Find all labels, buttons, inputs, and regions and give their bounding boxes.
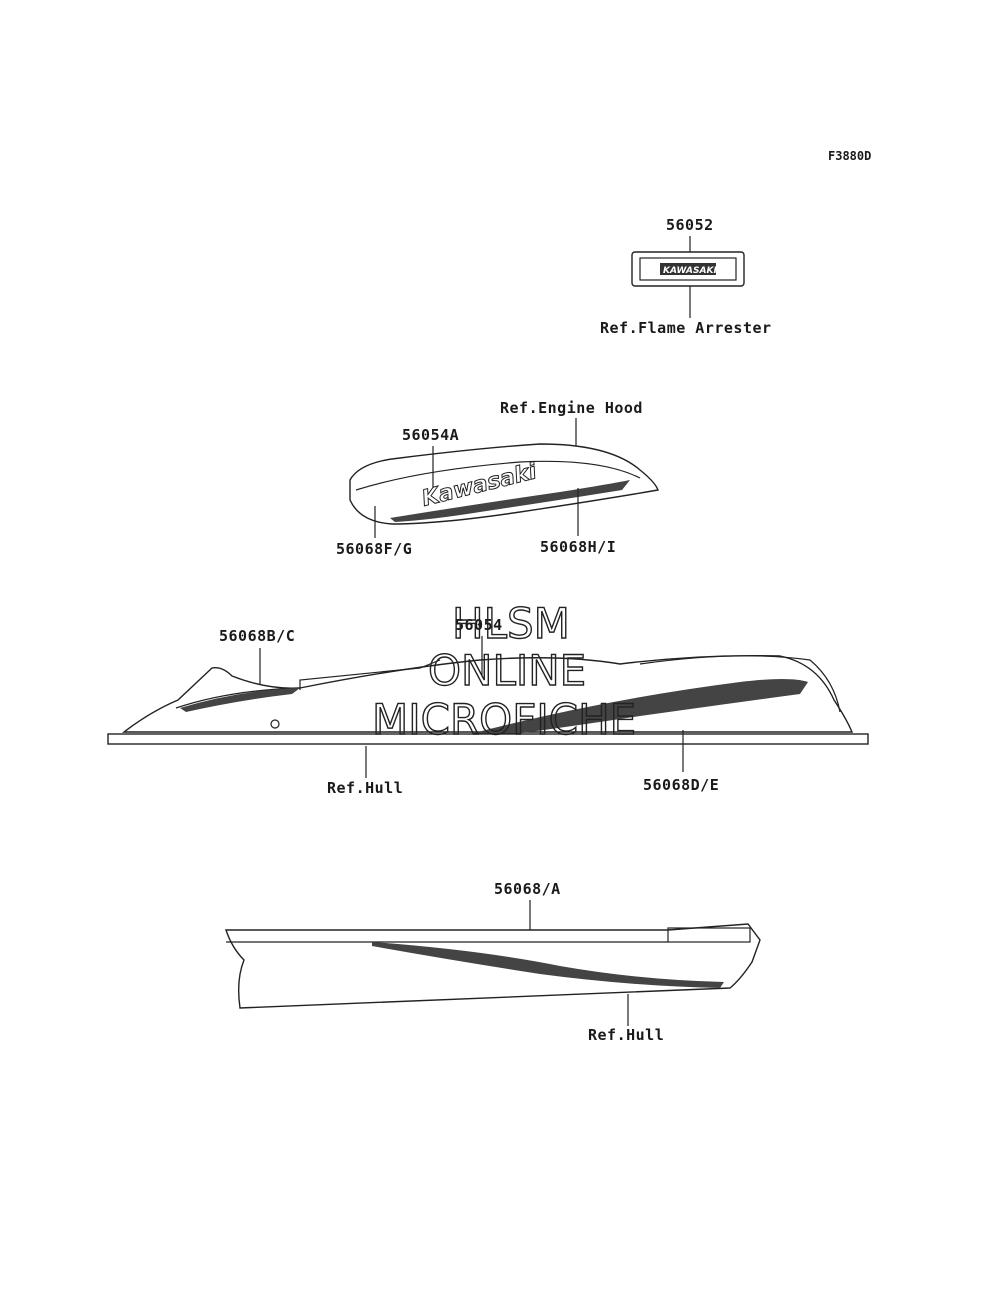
flame-arrester-badge[interactable]: 56052 KAWASAKI Ref.Flame Arrester: [600, 216, 772, 337]
hull-stern-curve: [639, 655, 841, 713]
watermark-line2: ONLINE: [428, 646, 586, 695]
badge-logo-bar: [660, 263, 716, 275]
hull-lower-stripe-decal: [372, 942, 724, 988]
hull-fitting-circle: [270, 719, 280, 729]
ref-hull-top-label[interactable]: Ref.Hull: [327, 779, 403, 797]
hull-bow-stripe-decal: [180, 688, 300, 712]
part-label-56068bc[interactable]: 56068B/C: [219, 627, 295, 645]
watermark-line3: MICROFICHE: [372, 695, 636, 744]
ref-engine-hood-label[interactable]: Ref.Engine Hood: [500, 399, 643, 417]
hull-lower-stern-box: [667, 927, 751, 943]
figure-id: F3880D: [828, 149, 871, 163]
part-label-56068a[interactable]: 56068/A: [494, 880, 561, 898]
hull-bumper-rail: [107, 733, 869, 745]
hull-side-view-group[interactable]: 56068B/C 56054 Ref.Hull 56068D/E: [107, 616, 869, 797]
part-label-56054a[interactable]: 56054A: [402, 426, 459, 444]
hull-side-shape: [121, 654, 854, 733]
engine-hood-shape: [349, 443, 659, 525]
ref-flame-arrester-label[interactable]: Ref.Flame Arrester: [600, 319, 772, 337]
part-label-56068de[interactable]: 56068D/E: [643, 776, 719, 794]
watermark-line1: HLSM: [452, 599, 570, 648]
part-label-56068fg[interactable]: 56068F/G: [336, 540, 412, 558]
hull-lower-side-group[interactable]: 56068/A Ref.Hull: [225, 880, 761, 1044]
engine-hood-group[interactable]: Ref.Engine Hood Kawasaki 56054A 56068F/G…: [336, 399, 659, 558]
ref-hull-bottom-label[interactable]: Ref.Hull: [588, 1026, 664, 1044]
hull-side-stripe-decal: [470, 679, 808, 736]
engine-hood-crease: [355, 460, 641, 491]
hull-seat-line: [299, 659, 441, 690]
badge-inner: [639, 257, 737, 281]
hull-bow-line: [175, 687, 301, 709]
part-label-56052[interactable]: 56052: [666, 216, 714, 234]
hood-stripe-decal: [390, 480, 630, 522]
watermark: HLSM ONLINE MICROFICHE: [371, 598, 637, 744]
part-label-56068hi[interactable]: 56068H/I: [540, 538, 616, 556]
part-label-56054[interactable]: 56054: [455, 616, 503, 634]
badge-logo-text: KAWASAKI: [663, 266, 717, 276]
